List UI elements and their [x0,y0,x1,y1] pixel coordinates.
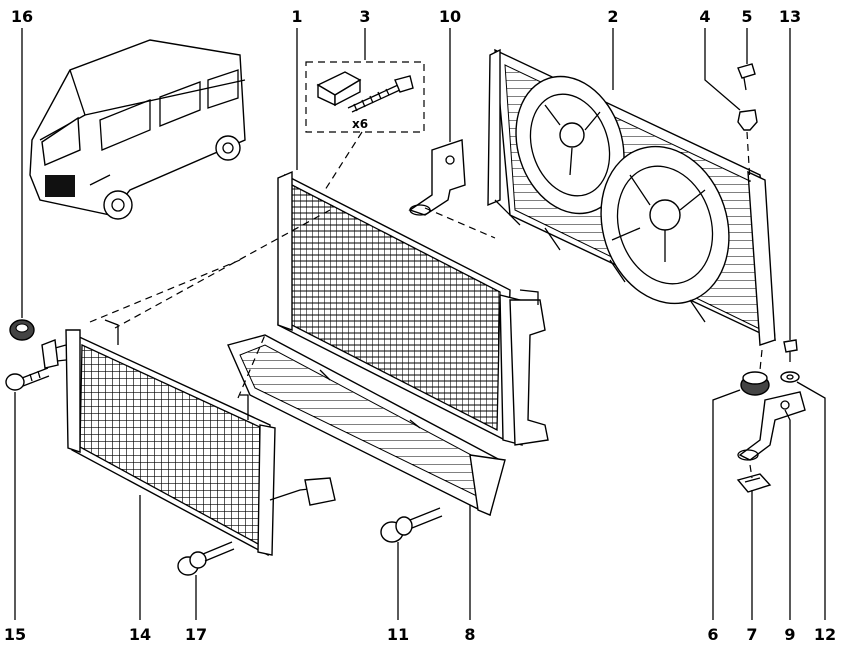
callout-17: 17 [185,625,207,644]
rubber-grommet-16 [9,319,35,341]
van-grille [45,175,75,197]
plastic-rivet [737,109,758,131]
callout-2: 2 [607,7,618,26]
bolt-15 [5,367,50,391]
lower-air-deflector [227,334,506,517]
quantity-note: x6 [352,117,368,131]
screw-13 [783,339,798,362]
callout-8: 8 [464,625,475,644]
radiator [277,170,549,446]
rubber-mount-6 [740,371,770,396]
callout-10: 10 [439,7,461,26]
callout-14: 14 [129,625,151,644]
bolt-11 [380,507,443,543]
callout-12: 12 [814,625,836,644]
callout-13: 13 [779,7,801,26]
washer-12 [780,371,800,383]
callout-9: 9 [784,625,795,644]
lower-bracket-9 [737,391,806,461]
callout-16: 16 [11,7,33,26]
callout-numbers: 16 1 3 10 2 4 5 13 15 14 17 11 8 6 7 9 1… [4,7,836,644]
callout-6: 6 [707,625,718,644]
clip-and-bolt-set: x6 [305,61,425,133]
bolt-17 [177,541,235,576]
mounting-bracket-upper [408,139,466,216]
fan-shroud-panel [487,48,776,346]
callout-11: 11 [387,625,409,644]
callout-5: 5 [741,7,752,26]
assembly-guide-lines [89,131,763,479]
clip-7 [736,473,772,493]
callout-15: 15 [4,625,26,644]
callout-1: 1 [291,7,302,26]
screw-top-right [737,63,756,91]
condenser [41,319,336,557]
callout-3: 3 [359,7,370,26]
leader-lines [14,28,826,620]
callout-4: 4 [699,7,710,26]
van-illustration [29,39,246,220]
callout-7: 7 [746,625,757,644]
